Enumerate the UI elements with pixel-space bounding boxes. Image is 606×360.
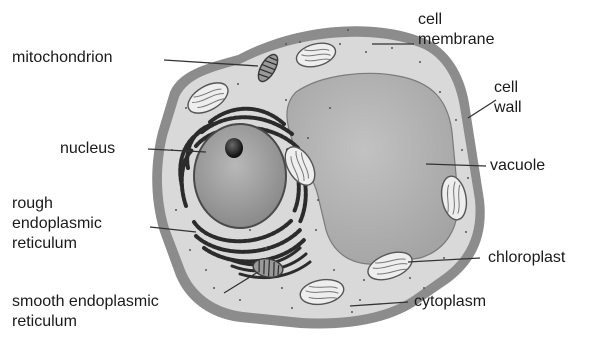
leader-cell-wall xyxy=(468,100,496,118)
label-nucleus: nucleus xyxy=(60,139,115,159)
label-cytoplasm: cytoplasm xyxy=(414,292,486,312)
label-smooth-endoplasmic-reticulum: smooth endoplasmic reticulum xyxy=(12,292,159,332)
label-cell-wall: cell wall xyxy=(494,78,522,118)
label-chloroplast: chloroplast xyxy=(488,248,565,268)
nucleus xyxy=(194,124,286,228)
label-vacuole: vacuole xyxy=(490,156,545,176)
label-cell-membrane: cell membrane xyxy=(418,10,494,50)
nucleolus xyxy=(225,138,243,158)
label-rough-endoplasmic-reticulum: rough endoplasmic reticulum xyxy=(12,194,102,254)
label-mitochondrion: mitochondrion xyxy=(12,48,113,68)
